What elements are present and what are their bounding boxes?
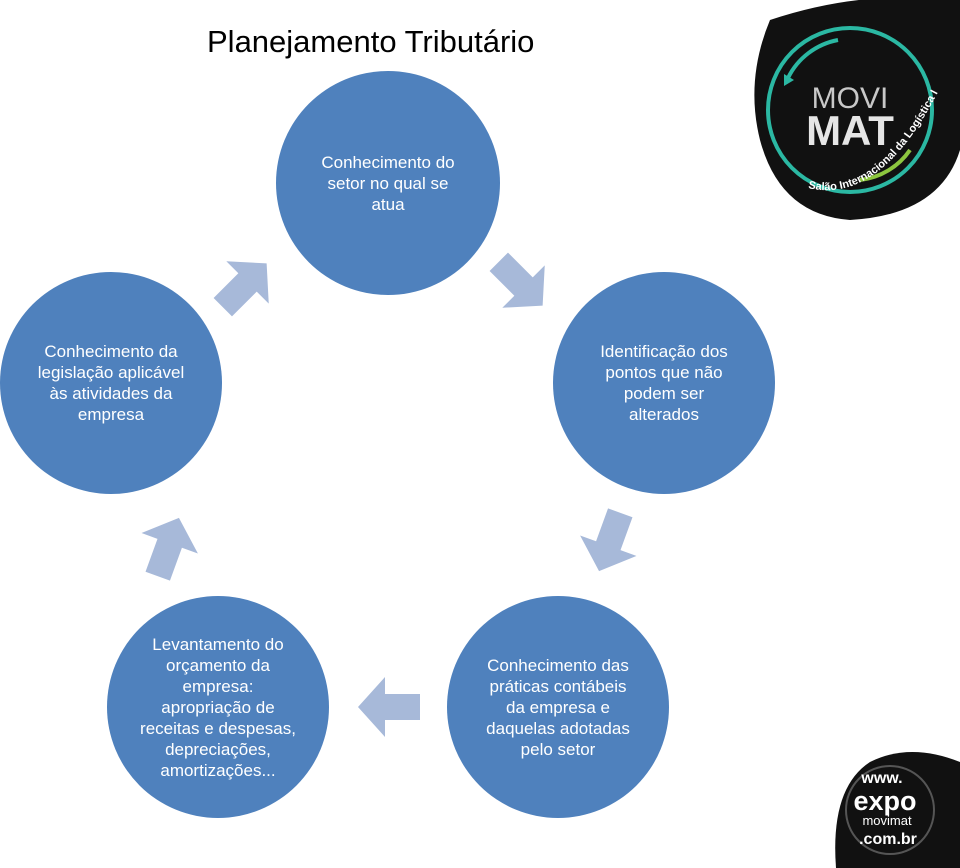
cycle-node-label: Conhecimento da legislação aplicável às … bbox=[37, 342, 185, 424]
cycle-node-label: Identificação dos pontos que não podem s… bbox=[600, 342, 728, 424]
logo-combr: .com.br bbox=[859, 831, 917, 848]
logo-text-mat: MAT bbox=[806, 107, 894, 154]
cycle-node-pontos: Identificação dos pontos que não podem s… bbox=[553, 272, 775, 494]
logo-www: www. bbox=[860, 770, 902, 787]
cycle-node-legislacao: Conhecimento da legislação aplicável às … bbox=[0, 272, 222, 494]
logo-movimat: movimat bbox=[862, 813, 912, 828]
page-title: Planejamento Tributário bbox=[207, 24, 535, 59]
logo-expo: expo bbox=[853, 786, 916, 816]
movimat-logo: MOVI MAT Salão Internacional da Logístic… bbox=[740, 0, 960, 220]
arrow-4-to-5-icon bbox=[129, 507, 208, 587]
cycle-node-setor: Conhecimento do setor no qual se atua bbox=[276, 71, 500, 295]
arrow-5-to-1-icon bbox=[201, 242, 288, 329]
cycle-node-label: Conhecimento do setor no qual se atua bbox=[321, 152, 455, 214]
cycle-node-label: Conhecimento das práticas contábeis da e… bbox=[486, 655, 630, 759]
cycle-node-praticas: Conhecimento das práticas contábeis da e… bbox=[447, 596, 669, 818]
arrow-2-to-3-icon bbox=[570, 502, 649, 582]
logo-text-movi: MOVI bbox=[812, 82, 889, 115]
arrow-1-to-2-icon bbox=[477, 240, 564, 327]
arrow-3-to-4-icon bbox=[358, 677, 420, 737]
expomovimat-logo: www. expo movimat .com.br bbox=[835, 752, 960, 868]
cycle-node-label: Levantamento do orçamento da empresa: ap… bbox=[140, 634, 296, 780]
cycle-node-orcamento: Levantamento do orçamento da empresa: ap… bbox=[107, 596, 329, 818]
